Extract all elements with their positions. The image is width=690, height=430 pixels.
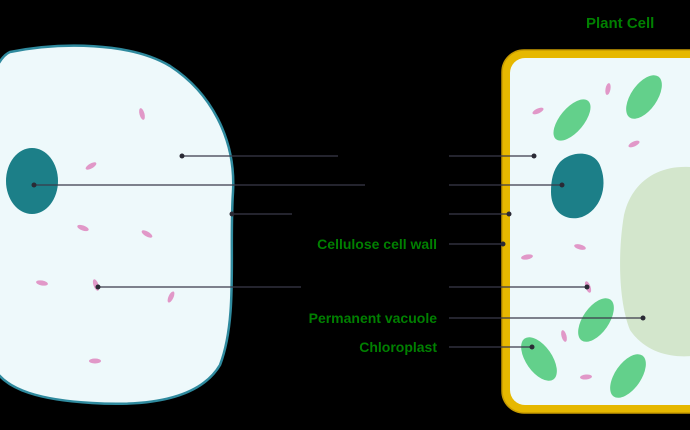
mitochondrion	[36, 280, 48, 286]
mitochondrion	[605, 83, 611, 95]
leader-dot	[559, 182, 565, 188]
animal-nucleus	[6, 148, 58, 214]
chloroplasts	[521, 75, 662, 398]
cell-wall-label: Cellulose cell wall	[317, 236, 437, 252]
animal-mitochondria	[36, 108, 175, 364]
plant-nucleus	[551, 153, 604, 219]
animal-leader-dots	[31, 153, 235, 290]
plant-leader-lines	[449, 155, 643, 348]
mitochondrion	[167, 291, 175, 303]
mitochondrion	[574, 244, 586, 250]
chloroplast	[578, 298, 614, 342]
mitochondrion	[141, 230, 153, 238]
mitochondrion	[532, 107, 544, 115]
mitochondrion	[521, 254, 533, 260]
animal-cell	[0, 44, 365, 406]
leader-dot	[179, 153, 185, 159]
leader-dot	[531, 153, 537, 159]
leader-dot	[640, 315, 646, 321]
mitochondrion	[628, 140, 640, 148]
animal-leader-lines	[34, 155, 365, 288]
plant-mitochondria	[521, 83, 640, 380]
plant-leader-dots	[500, 153, 646, 350]
chloroplast-label: Chloroplast	[359, 339, 437, 355]
chloroplast	[626, 75, 662, 119]
permanent-vacuole	[620, 166, 690, 357]
leader-dot	[229, 211, 235, 217]
animal-cell-membrane	[0, 44, 235, 406]
leader-dot	[31, 182, 37, 188]
mitochondrion	[561, 330, 567, 342]
leader-dot	[506, 211, 512, 217]
vacuole-label: Permanent vacuole	[309, 310, 438, 326]
leader-dot	[95, 284, 101, 290]
plant-cell	[449, 49, 690, 414]
leader-dot	[584, 284, 590, 290]
mitochondrion	[580, 374, 592, 380]
chloroplast	[610, 354, 646, 398]
leader-dot	[529, 344, 535, 350]
mitochondrion	[77, 224, 89, 232]
plant-cell-title: Plant Cell	[586, 15, 654, 32]
mitochondrion	[89, 358, 101, 364]
leader-dot	[500, 241, 506, 247]
mitochondrion	[85, 162, 97, 170]
chloroplast	[553, 99, 591, 141]
mitochondrion	[139, 108, 145, 120]
